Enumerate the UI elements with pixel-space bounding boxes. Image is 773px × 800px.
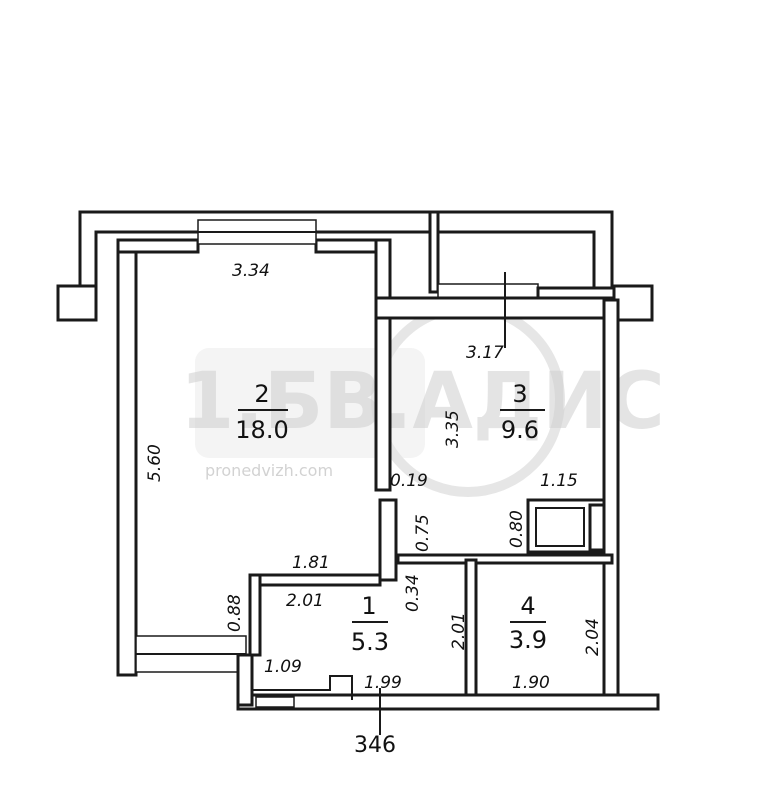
room-area: 9.6 [501, 416, 539, 444]
room-3: 3 9.6 [500, 380, 545, 444]
dim-0-19: 0.19 [390, 471, 428, 491]
room-1: 1 5.3 [351, 592, 389, 656]
dim-2-01-top: 2.01 [286, 591, 324, 611]
room-area: 5.3 [351, 628, 389, 656]
room-area: 18.0 [235, 416, 288, 444]
room-area: 3.9 [509, 626, 547, 654]
dim-1-99: 1.99 [364, 673, 402, 693]
dim-2-04: 2.04 [583, 618, 603, 656]
dim-1-81: 1.81 [292, 553, 330, 573]
watermark: 1.БВ.АДИС pronedvizh.com [180, 303, 665, 497]
room-2: 2 18.0 [235, 380, 288, 444]
dim-1-09: 1.09 [264, 657, 302, 677]
dim-0-34: 0.34 [403, 574, 423, 612]
dim-room2-width: 3.34 [232, 261, 270, 281]
dim-0-75: 0.75 [413, 514, 433, 552]
room-number: 3 [512, 380, 527, 408]
room-4: 4 3.9 [509, 592, 547, 654]
room-number: 4 [520, 592, 535, 620]
dim-room2-length: 5.60 [145, 444, 165, 482]
watermark-url: pronedvizh.com [205, 461, 333, 480]
walls [56, 210, 660, 735]
room-number: 2 [254, 380, 269, 408]
dim-0-88: 0.88 [225, 594, 245, 632]
dim-room3-length: 3.35 [443, 410, 463, 448]
dim-1-15: 1.15 [540, 471, 578, 491]
dimension-labels: 3.34 5.60 3.17 3.35 0.19 0.75 0.80 1.15 … [145, 261, 603, 693]
series-code: 346 [354, 733, 396, 758]
room-number: 1 [361, 592, 376, 620]
dim-0-80: 0.80 [507, 510, 527, 548]
watermark-brand: 1.БВ.АДИС [180, 357, 665, 447]
dim-1-90: 1.90 [512, 673, 550, 693]
dim-room3-width: 3.17 [466, 343, 504, 363]
dim-2-01-side: 2.01 [449, 612, 469, 650]
